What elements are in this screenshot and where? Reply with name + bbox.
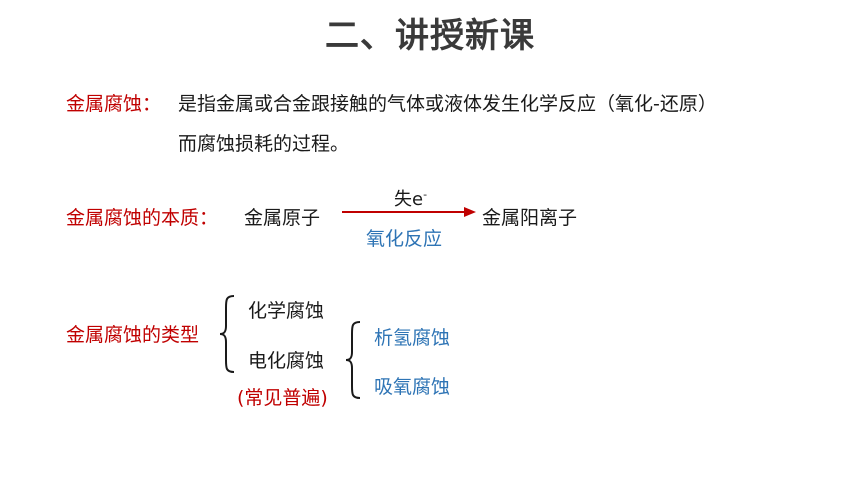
essence-label: 金属腐蚀的本质： <box>66 207 219 229</box>
metal-atom-text: 金属原子 <box>244 207 321 229</box>
reaction-arrow <box>342 207 476 217</box>
oxidation-reaction-label: 氧化反应 <box>366 228 443 250</box>
lose-electron-text: 失e <box>394 189 424 210</box>
oxygen-absorption-corrosion-text: 吸氧腐蚀 <box>374 376 451 398</box>
metal-cation-text: 金属阳离子 <box>482 207 578 229</box>
hydrogen-evolution-corrosion-text: 析氢腐蚀 <box>374 327 451 349</box>
chemical-corrosion-text: 化学腐蚀 <box>248 300 325 322</box>
definition-label: 金属腐蚀： <box>66 93 162 115</box>
page-title: 二、讲授新课 <box>325 16 535 56</box>
electrochemical-brace <box>345 321 361 399</box>
types-label: 金属腐蚀的类型 <box>66 324 200 346</box>
electron-charge-sup: - <box>423 188 428 201</box>
common-note-text: (常见普遍) <box>237 387 328 409</box>
electrochemical-corrosion-text: 电化腐蚀 <box>248 350 325 372</box>
definition-text-line1: 是指金属或合金跟接触的气体或液体发生化学反应（氧化-还原） <box>178 93 717 115</box>
lose-electron-label: 失e- <box>394 185 427 211</box>
definition-text-line2: 而腐蚀损耗的过程。 <box>178 133 350 155</box>
types-brace <box>219 295 235 373</box>
